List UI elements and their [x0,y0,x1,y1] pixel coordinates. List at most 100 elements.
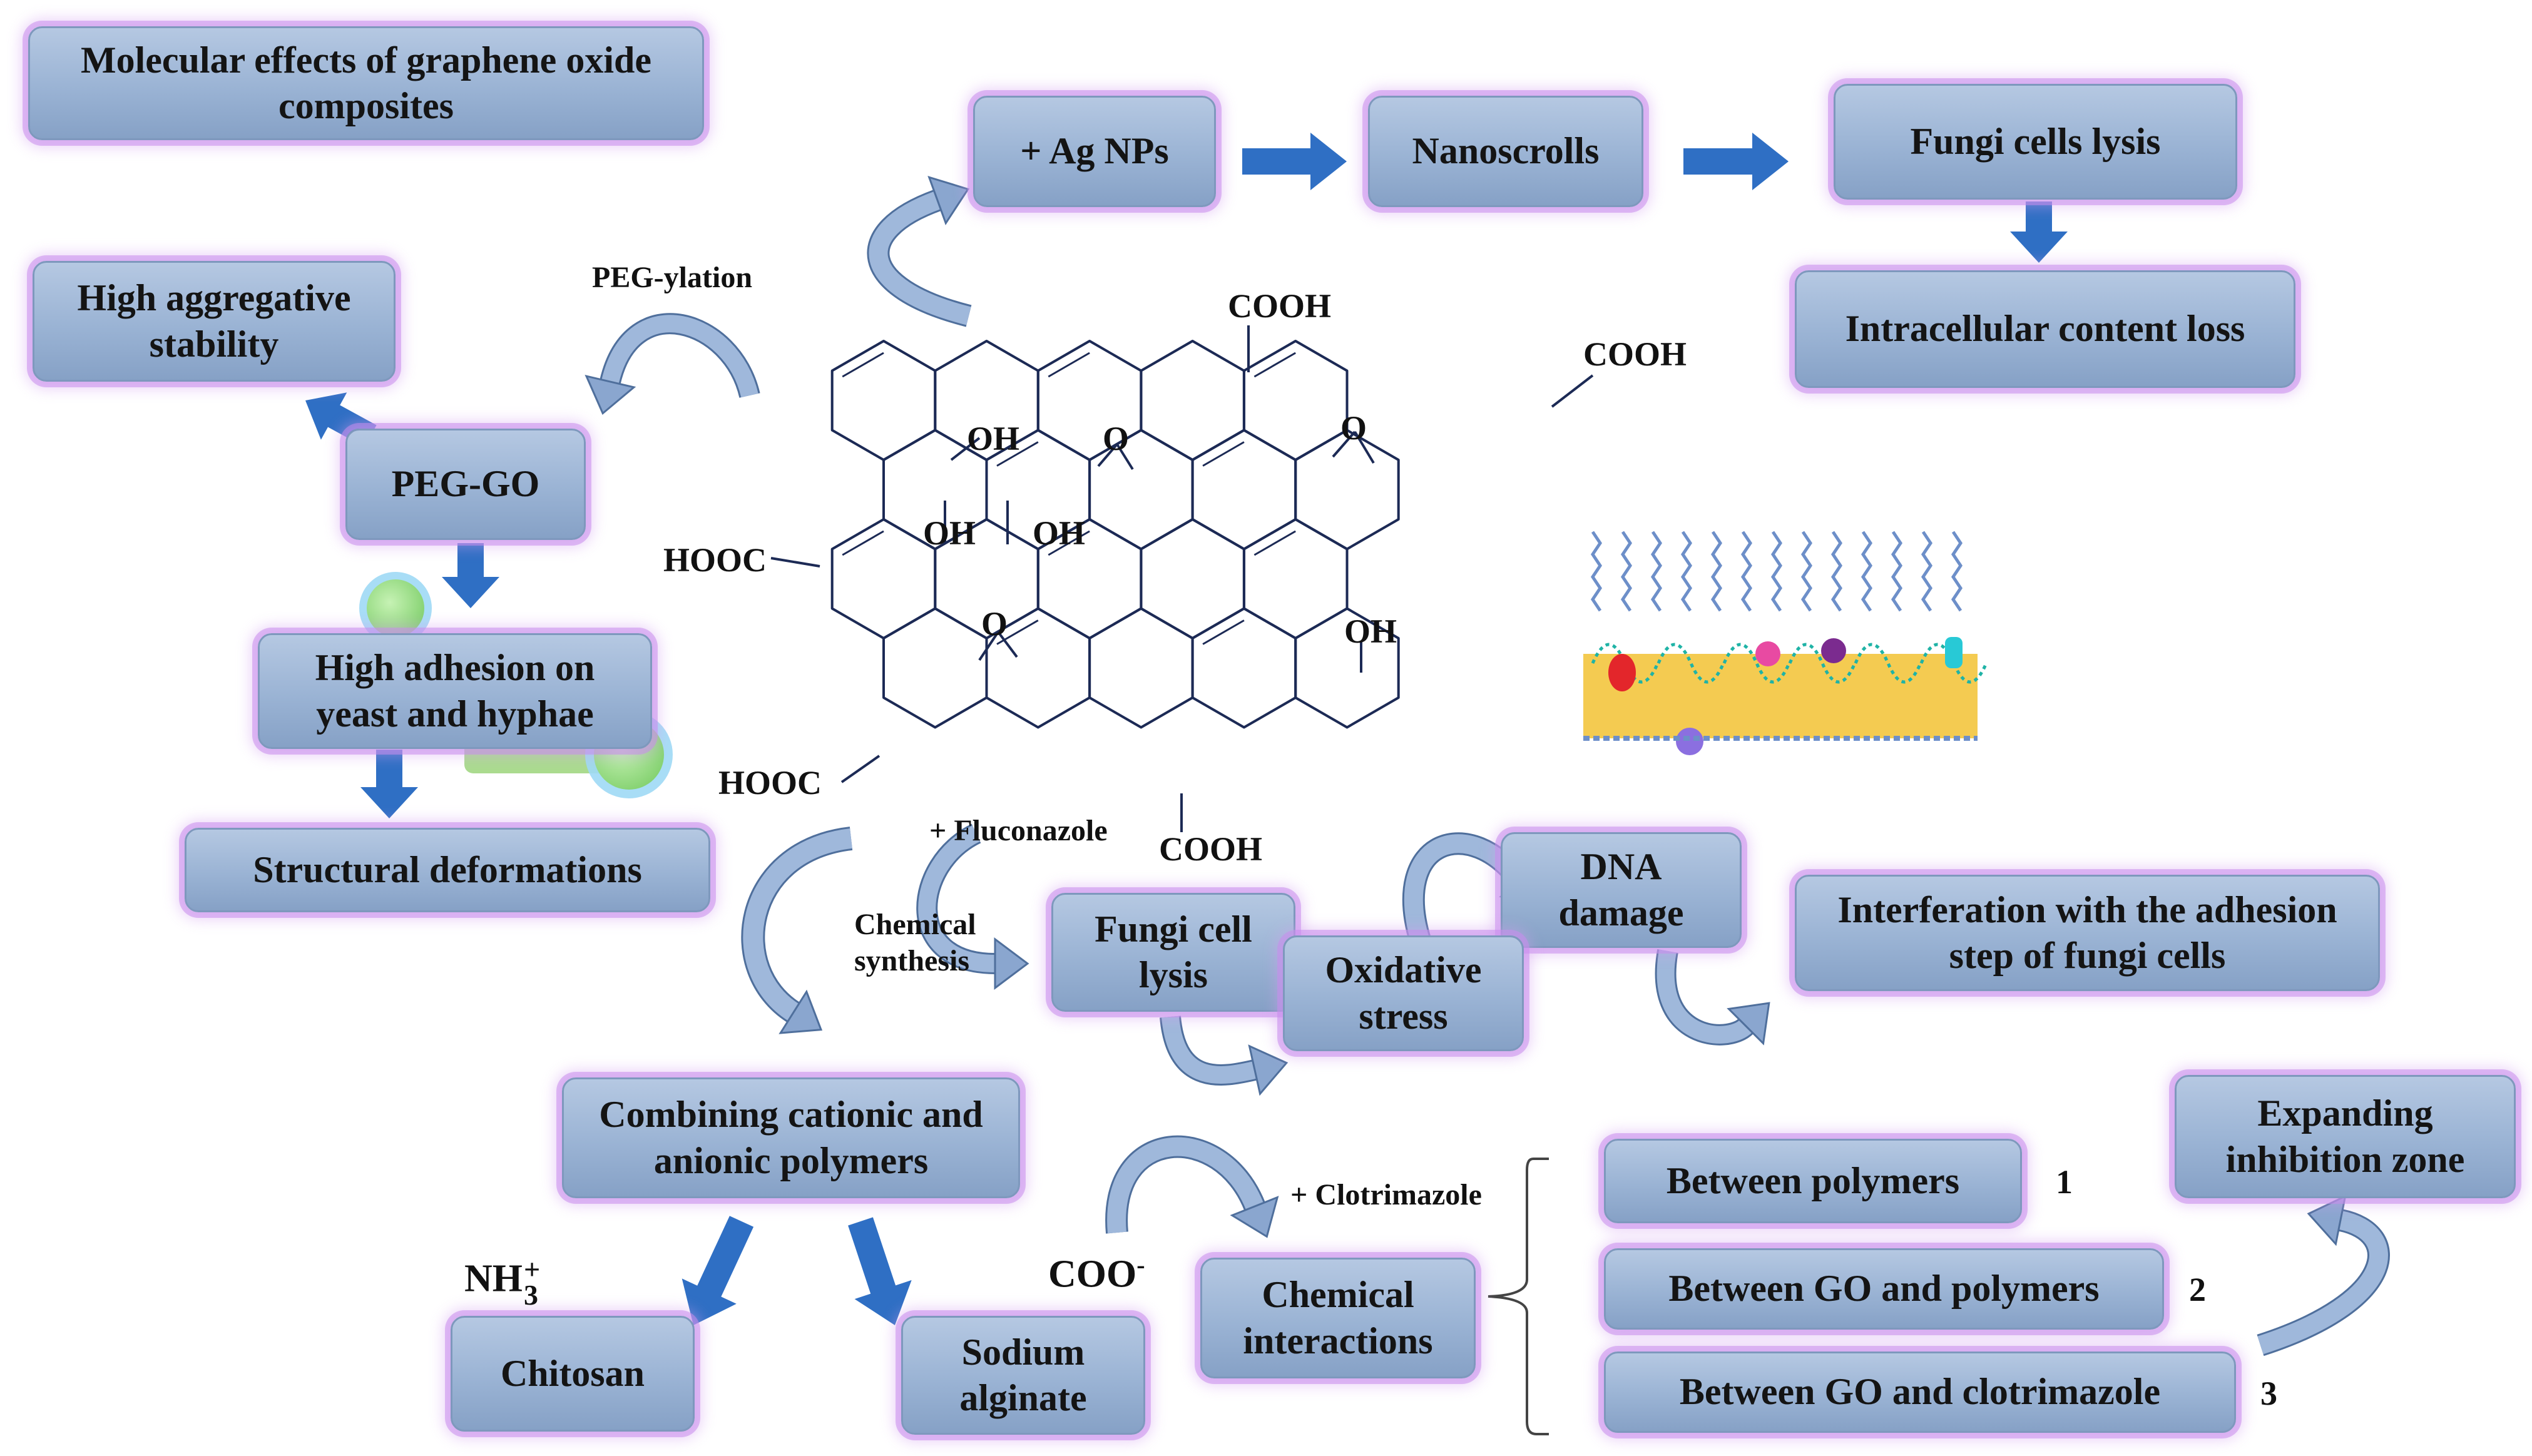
straight-arrow [848,1217,912,1325]
lipid-tail [1800,531,1813,612]
structural-deformations-box: Structural deformations [185,828,710,912]
coo-label: COO- [1048,1251,1145,1296]
dna-damage-box: DNA damage [1501,832,1742,948]
straight-arrow [442,543,499,608]
chemical-synthesis-label-line2: synthesis [854,944,970,977]
intracellular-content-loss-box: Intracellular content loss [1795,270,2295,388]
straight-arrow [2010,201,2068,263]
high-adhesion-box: High adhesion on yeast and hyphae [258,633,652,749]
peg-ylation-label: PEG-ylation [592,261,753,294]
number-3-label: 3 [2260,1375,2277,1412]
lipid-tail [1620,531,1633,612]
graphene-ring [1191,429,1297,551]
curved-arrow [1105,1135,1279,1238]
lipid-tail [1951,531,1963,612]
curved-arrow-icon [585,175,2390,1357]
between-go-clotrimazole-box: Between GO and clotrimazole [1604,1352,2236,1433]
lipid-tail [1770,531,1783,612]
polysaccharide-chain [1657,643,1725,684]
polysaccharide-chain [1788,643,1857,684]
coo-base: COO [1048,1253,1137,1296]
curved-arrow [2257,1194,2390,1357]
double-bond [1048,530,1090,556]
cooh-bottom-label: COOH [1159,830,1263,868]
nh3-subscript: 3 [524,1279,538,1311]
o-label-2: O [1340,409,1367,447]
ag-nps-box: + Ag NPs [973,96,1216,207]
clotrimazole-label: + Clotrimazole [1290,1178,1482,1211]
substituent-bond [770,557,820,568]
graphene-ring [1294,429,1400,551]
protein-violet [1676,728,1703,755]
number-1-label: 1 [2056,1163,2073,1201]
between-polymers-box: Between polymers [1604,1139,2022,1223]
fungi-cell-lysis-box: Fungi cell lysis [1051,893,1295,1012]
substituent-bond [840,755,881,783]
polysaccharide-chain [1854,643,1922,684]
curved-arrow [741,827,853,1034]
oh-label-3: OH [1033,514,1086,552]
interferation-box: Interferation with the adhesion step of … [1795,875,2380,991]
substituent-bond [1354,430,1375,464]
substituent-bond [950,437,981,461]
graphene-ring [882,607,988,729]
between-go-polymers-box: Between GO and polymers [1604,1248,2164,1330]
substituent-bond [1551,374,1594,408]
combining-polymers-box: Combining cationic and anionic polymers [562,1077,1020,1198]
substituent-bond [1332,430,1356,458]
nh3-base: NH [464,1257,523,1300]
coo-superscript: - [1136,1251,1145,1279]
straight-arrow [360,750,418,818]
graphene-ring [1140,518,1245,639]
substituent-bond [997,631,1018,658]
double-bond [1202,441,1245,467]
o-label-3: O [981,605,1008,643]
oh-label-1: OH [967,420,1020,457]
graphene-ring [1140,340,1245,461]
polysaccharide-chain [1919,643,1988,684]
fluconazole-label: + Fluconazole [929,814,1108,847]
substituent-bond [978,631,999,661]
lipid-tail [1891,531,1903,612]
double-bond [1253,530,1296,556]
lipid-tail [1710,531,1723,612]
curved-arrow [1160,1016,1289,1096]
double-bond [1253,352,1296,378]
oh-label-4: OH [1344,613,1397,650]
expanding-inhibition-zone-box: Expanding inhibition zone [2175,1075,2516,1198]
bracket-icon [1488,1158,1549,1435]
double-bond [842,530,884,556]
double-bond [1202,619,1245,645]
oxidative-stress-box: Oxidative stress [1283,935,1524,1051]
membrane-icon [1583,531,1988,755]
curved-arrow [867,175,972,327]
straight-arrow [1242,133,1347,190]
protein-red [1608,654,1636,691]
hooc-bottom-left-label: HOOC [718,764,822,802]
membrane-lipid-layer [1583,654,1978,738]
sodium-alginate-box: Sodium alginate [901,1316,1145,1435]
o-label-1: O [1103,420,1130,457]
curved-arrow [916,823,1029,990]
lipid-tail [1830,531,1843,612]
straight-arrow [681,1216,754,1325]
graphene-ring [1191,607,1297,729]
graphene-ring [1242,340,1349,461]
straight-arrow-icon [305,133,2068,1325]
lipid-tail [1740,531,1753,612]
number-2-label: 2 [2189,1271,2206,1308]
title-box: Molecular effects of graphene oxide comp… [28,26,704,140]
straight-arrow [1683,133,1789,190]
chemical-interactions-box: Chemical interactions [1200,1258,1476,1378]
oh-label-2: OH [923,514,976,552]
chemical-synthesis-label-line1: Chemical [854,908,976,941]
graphene-ring [1294,607,1400,729]
curved-arrow [1655,949,1770,1046]
protein-pink [1755,641,1780,666]
graphene-ring [1088,607,1194,729]
graphene-ring [830,340,937,461]
graphene-ring [1242,518,1349,639]
cooh-top-label: COOH [1228,287,1332,325]
substituent-bond [1116,443,1134,471]
